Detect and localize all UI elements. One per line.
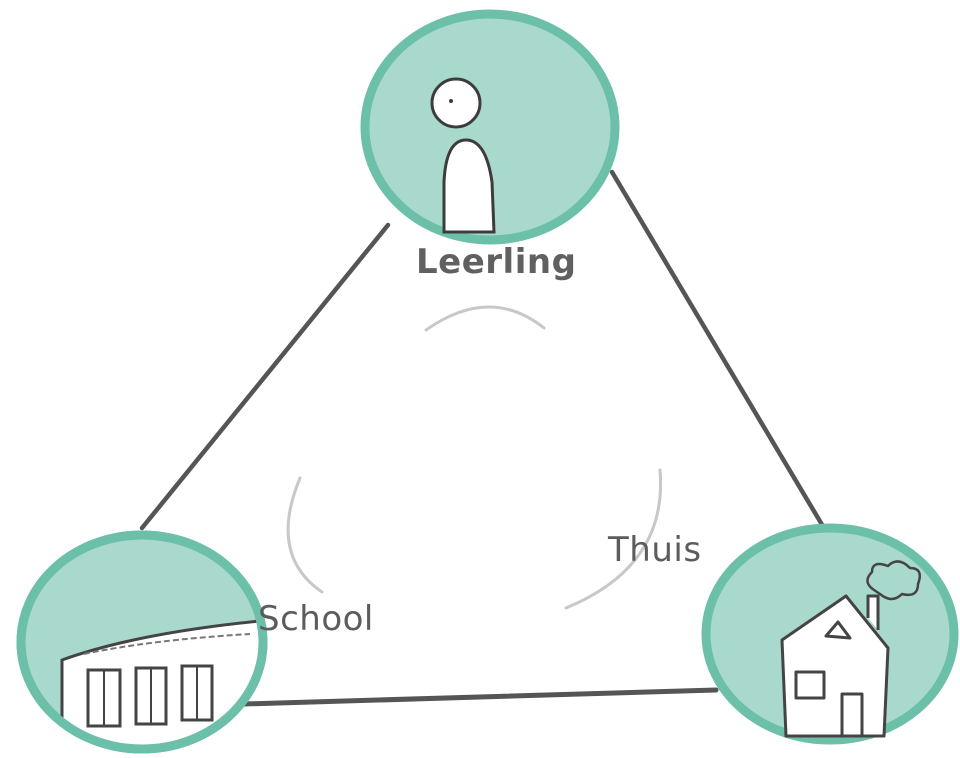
student-icon [430, 77, 496, 234]
label-thuis: Thuis [608, 530, 702, 570]
edge-leerling-school [139, 222, 391, 531]
triangle-edges [139, 169, 827, 707]
edge-leerling-thuis [609, 169, 827, 531]
cycle-arc-left [286, 476, 324, 594]
center-cycle [286, 305, 663, 610]
label-school: School [258, 599, 374, 639]
node-school [16, 530, 268, 754]
node-leerling [360, 9, 620, 245]
cycle-arc-right [564, 468, 663, 610]
label-leerling: Leerling [416, 242, 577, 282]
house-icon [780, 560, 921, 738]
node-thuis [701, 523, 959, 745]
leerling-circle [360, 9, 620, 245]
edge-school-thuis [241, 687, 719, 707]
cycle-arc-top [424, 305, 546, 332]
